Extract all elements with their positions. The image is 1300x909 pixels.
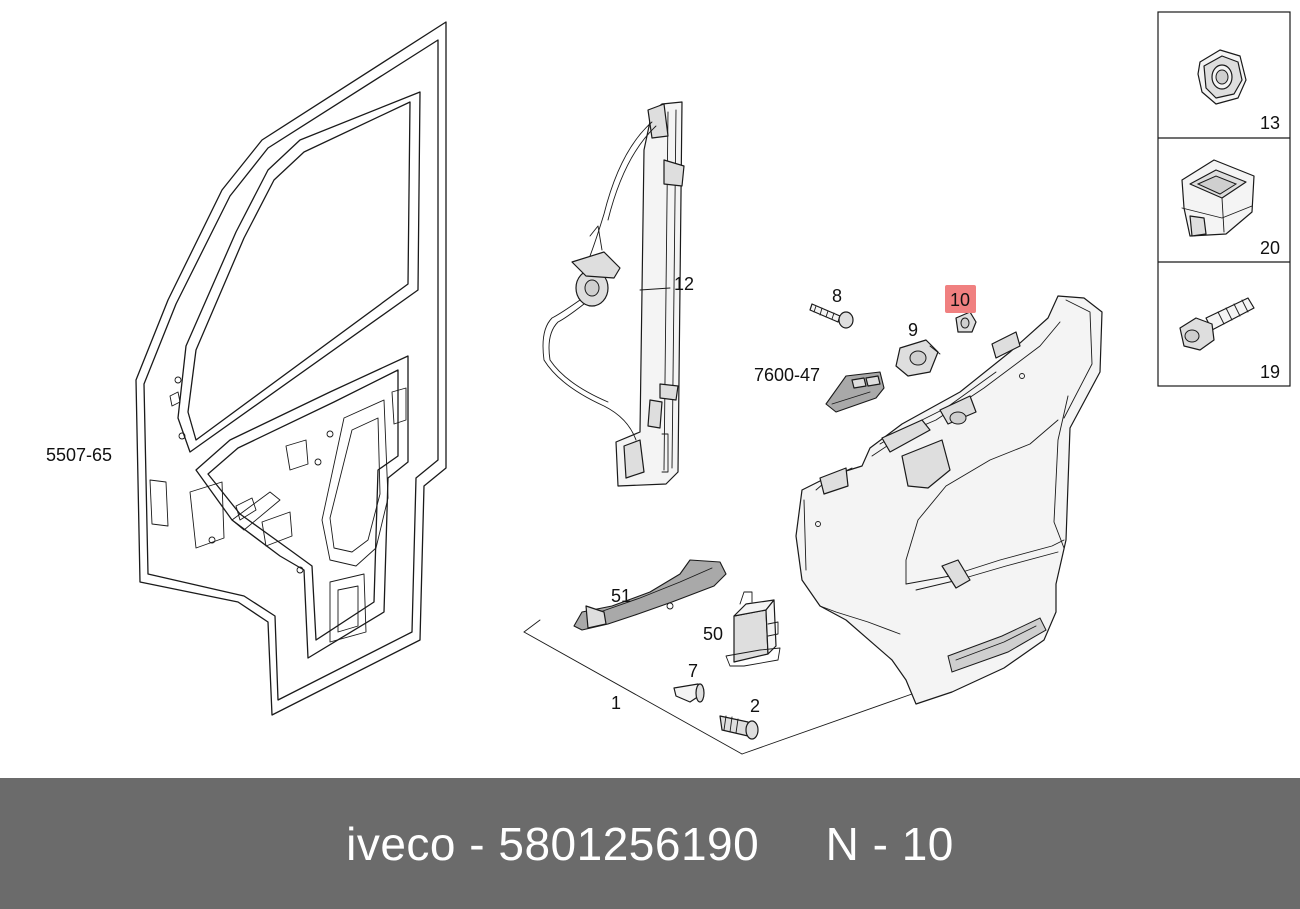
door-shell-drawing [135, 21, 447, 716]
footer-brand: iveco [346, 817, 456, 870]
bolt-drawing [809, 303, 854, 329]
grommet-drawing [1181, 159, 1255, 237]
label-bolt: 8 [832, 286, 842, 306]
door-trim-panel-drawing [795, 295, 1103, 705]
window-switch-drawing [825, 371, 885, 413]
highlight-box [945, 285, 976, 313]
exploded-parts-diagram: 5507-65 12 8 9 10 7600-47 51 50 7 2 1 13 [46, 11, 1291, 755]
label-box-screw: 19 [1260, 362, 1280, 382]
switch-unit-drawing [725, 591, 781, 667]
label-panel-kit: 1 [611, 693, 621, 713]
label-door-frame: 5507-65 [46, 445, 112, 465]
label-plug: 7 [688, 661, 698, 681]
panel-kit-bracket [523, 619, 913, 755]
label-box-nut: 13 [1260, 113, 1280, 133]
fastener-drawing [719, 715, 759, 740]
clip-drawing [895, 339, 941, 377]
label-highlighted-part: 10 [950, 290, 970, 310]
footer-caption: iveco - 5801256190 N - 10 [346, 817, 954, 871]
door-handle-drawing [573, 559, 727, 631]
highlighted-clip-drawing [955, 311, 977, 333]
footer-part-number: 5801256190 [498, 817, 760, 870]
window-regulator-drawing [542, 101, 685, 487]
legend-frame [1157, 11, 1291, 387]
label-box-grommet: 20 [1260, 238, 1280, 258]
footer-bar: iveco - 5801256190 N - 10 [0, 778, 1300, 909]
part-labels: 5507-65 12 8 9 10 7600-47 51 50 7 2 1 [46, 274, 976, 716]
footer-position: N - 10 [825, 817, 954, 870]
plug-drawing [673, 683, 705, 703]
label-handle: 51 [611, 586, 631, 606]
nut-drawing [1197, 49, 1247, 105]
footer-separator: - [469, 817, 486, 870]
screw-drawing [1179, 297, 1255, 351]
label-switch-unit: 50 [703, 624, 723, 644]
label-regulator: 12 [674, 274, 694, 294]
label-fastener: 2 [750, 696, 760, 716]
label-switch: 7600-47 [754, 365, 820, 385]
label-clip: 9 [908, 320, 918, 340]
parts-legend-boxes: 13 20 19 [1157, 11, 1291, 387]
